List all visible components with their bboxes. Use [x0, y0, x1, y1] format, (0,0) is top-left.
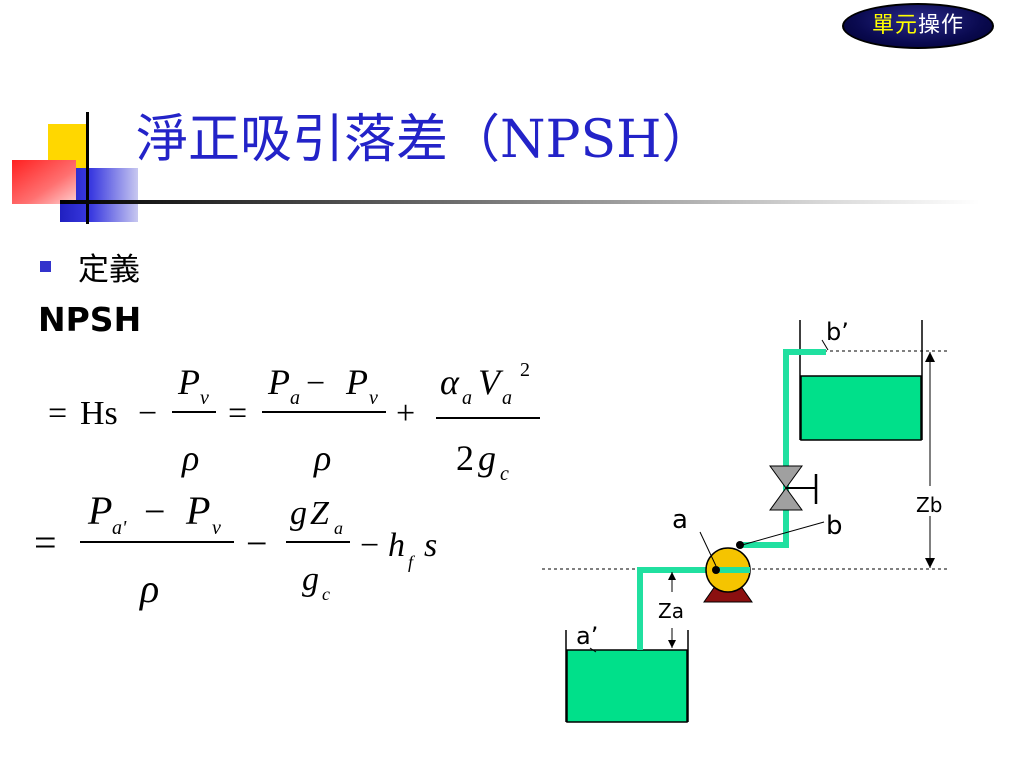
eq1-sub-a-2: a — [462, 387, 472, 409]
eq2-sub-a-prime: a' — [112, 517, 127, 539]
title-underline — [60, 200, 980, 204]
eq1-pv: P — [345, 362, 368, 402]
point-a — [712, 566, 720, 574]
eq1-two: 2 — [456, 438, 474, 478]
pump-system-diagram: b’ a b Zb Za a’ — [542, 318, 950, 723]
zb-label-bg — [912, 486, 950, 516]
decor-red-block — [12, 160, 76, 204]
eq2-z: Z — [310, 495, 330, 532]
upper-tank-liquid — [800, 375, 922, 441]
unit-badge: 單元操作 — [842, 3, 994, 49]
eq1-g: g — [478, 438, 496, 478]
eq2-h: h — [388, 527, 405, 564]
eq1-equals: = — [48, 395, 67, 432]
equations: = Hs − P v ρ = P a − P v ρ + α a V a 2 2… — [34, 359, 540, 611]
eq2-sub-c: c — [322, 584, 330, 604]
lower-tank-liquid — [566, 649, 688, 723]
badge-part-1: 單元 — [871, 13, 918, 38]
npsh-label: NPSH — [38, 300, 142, 339]
eq1-alpha: α — [440, 362, 460, 402]
label-za: Za — [658, 599, 684, 623]
eq1-sub-a: a — [290, 387, 300, 409]
eq2-sub-v: v — [212, 517, 221, 539]
suction-pipe — [637, 567, 716, 650]
eq1-p: P — [177, 362, 200, 402]
leader-a — [699, 531, 717, 567]
valve-bottom — [769, 487, 803, 511]
eq1-sub-v-2: v — [369, 387, 378, 409]
eq2-minus-1: − — [144, 491, 165, 533]
eq1-minus-1: − — [138, 395, 157, 432]
eq2-rho: ρ — [138, 566, 159, 611]
leader-a-prime — [589, 647, 597, 653]
eq2-minus-3: − — [360, 527, 379, 564]
eq2-pv: P — [185, 488, 210, 533]
eq2-g: g — [290, 495, 307, 532]
label-a: a — [672, 505, 688, 535]
zb-arrow-top — [925, 352, 935, 362]
eq2-pa: P — [87, 488, 112, 533]
equation-2: = P a' − P v ρ − g Z a g c − h f s — [34, 488, 437, 611]
label-a-prime: a’ — [576, 622, 598, 650]
eq2-equals: = — [34, 520, 57, 565]
label-zb: Zb — [916, 493, 942, 517]
eq2-gc: g — [302, 561, 319, 598]
eq2-minus-2: − — [246, 523, 267, 565]
decor-corner — [0, 0, 150, 230]
bullet-marker — [40, 261, 51, 272]
badge-part-2: 操作 — [918, 13, 965, 38]
eq1-minus-2: − — [306, 365, 325, 402]
eq1-v-cap: V — [478, 362, 504, 402]
page-title: 淨正吸引落差（NPSH） — [136, 110, 714, 170]
za-arrow-down — [668, 640, 676, 648]
eq1-equals-2: = — [228, 395, 247, 432]
label-b-prime: b’ — [826, 318, 849, 346]
eq1-rho-2: ρ — [313, 438, 331, 478]
eq1-sub-c: c — [500, 463, 509, 485]
leader-b — [741, 521, 825, 546]
decor-vertical-line — [86, 112, 89, 224]
eq2-sub-a: a — [334, 518, 343, 538]
leader-b-prime — [821, 339, 829, 351]
eq1-hs: Hs — [80, 395, 118, 432]
zb-arrow-bottom — [925, 558, 935, 568]
eq1-pa: P — [267, 362, 290, 402]
bullet-definition: 定義 — [78, 252, 140, 288]
equation-1: = Hs − P v ρ = P a − P v ρ + α a V a 2 2… — [48, 359, 540, 485]
eq2-sub-f: f — [408, 552, 416, 572]
eq1-rho-1: ρ — [181, 438, 199, 478]
za-arrow-up — [668, 572, 676, 580]
label-b: b — [826, 511, 843, 541]
point-b — [736, 541, 744, 549]
eq1-sub-a-3: a — [502, 387, 512, 409]
eq1-sub-v: v — [200, 387, 209, 409]
valve-top — [769, 465, 803, 489]
eq1-plus: + — [396, 395, 415, 432]
eq2-s: s — [424, 527, 437, 564]
discharge-pipe — [738, 349, 826, 548]
eq1-sup-2: 2 — [520, 359, 530, 381]
